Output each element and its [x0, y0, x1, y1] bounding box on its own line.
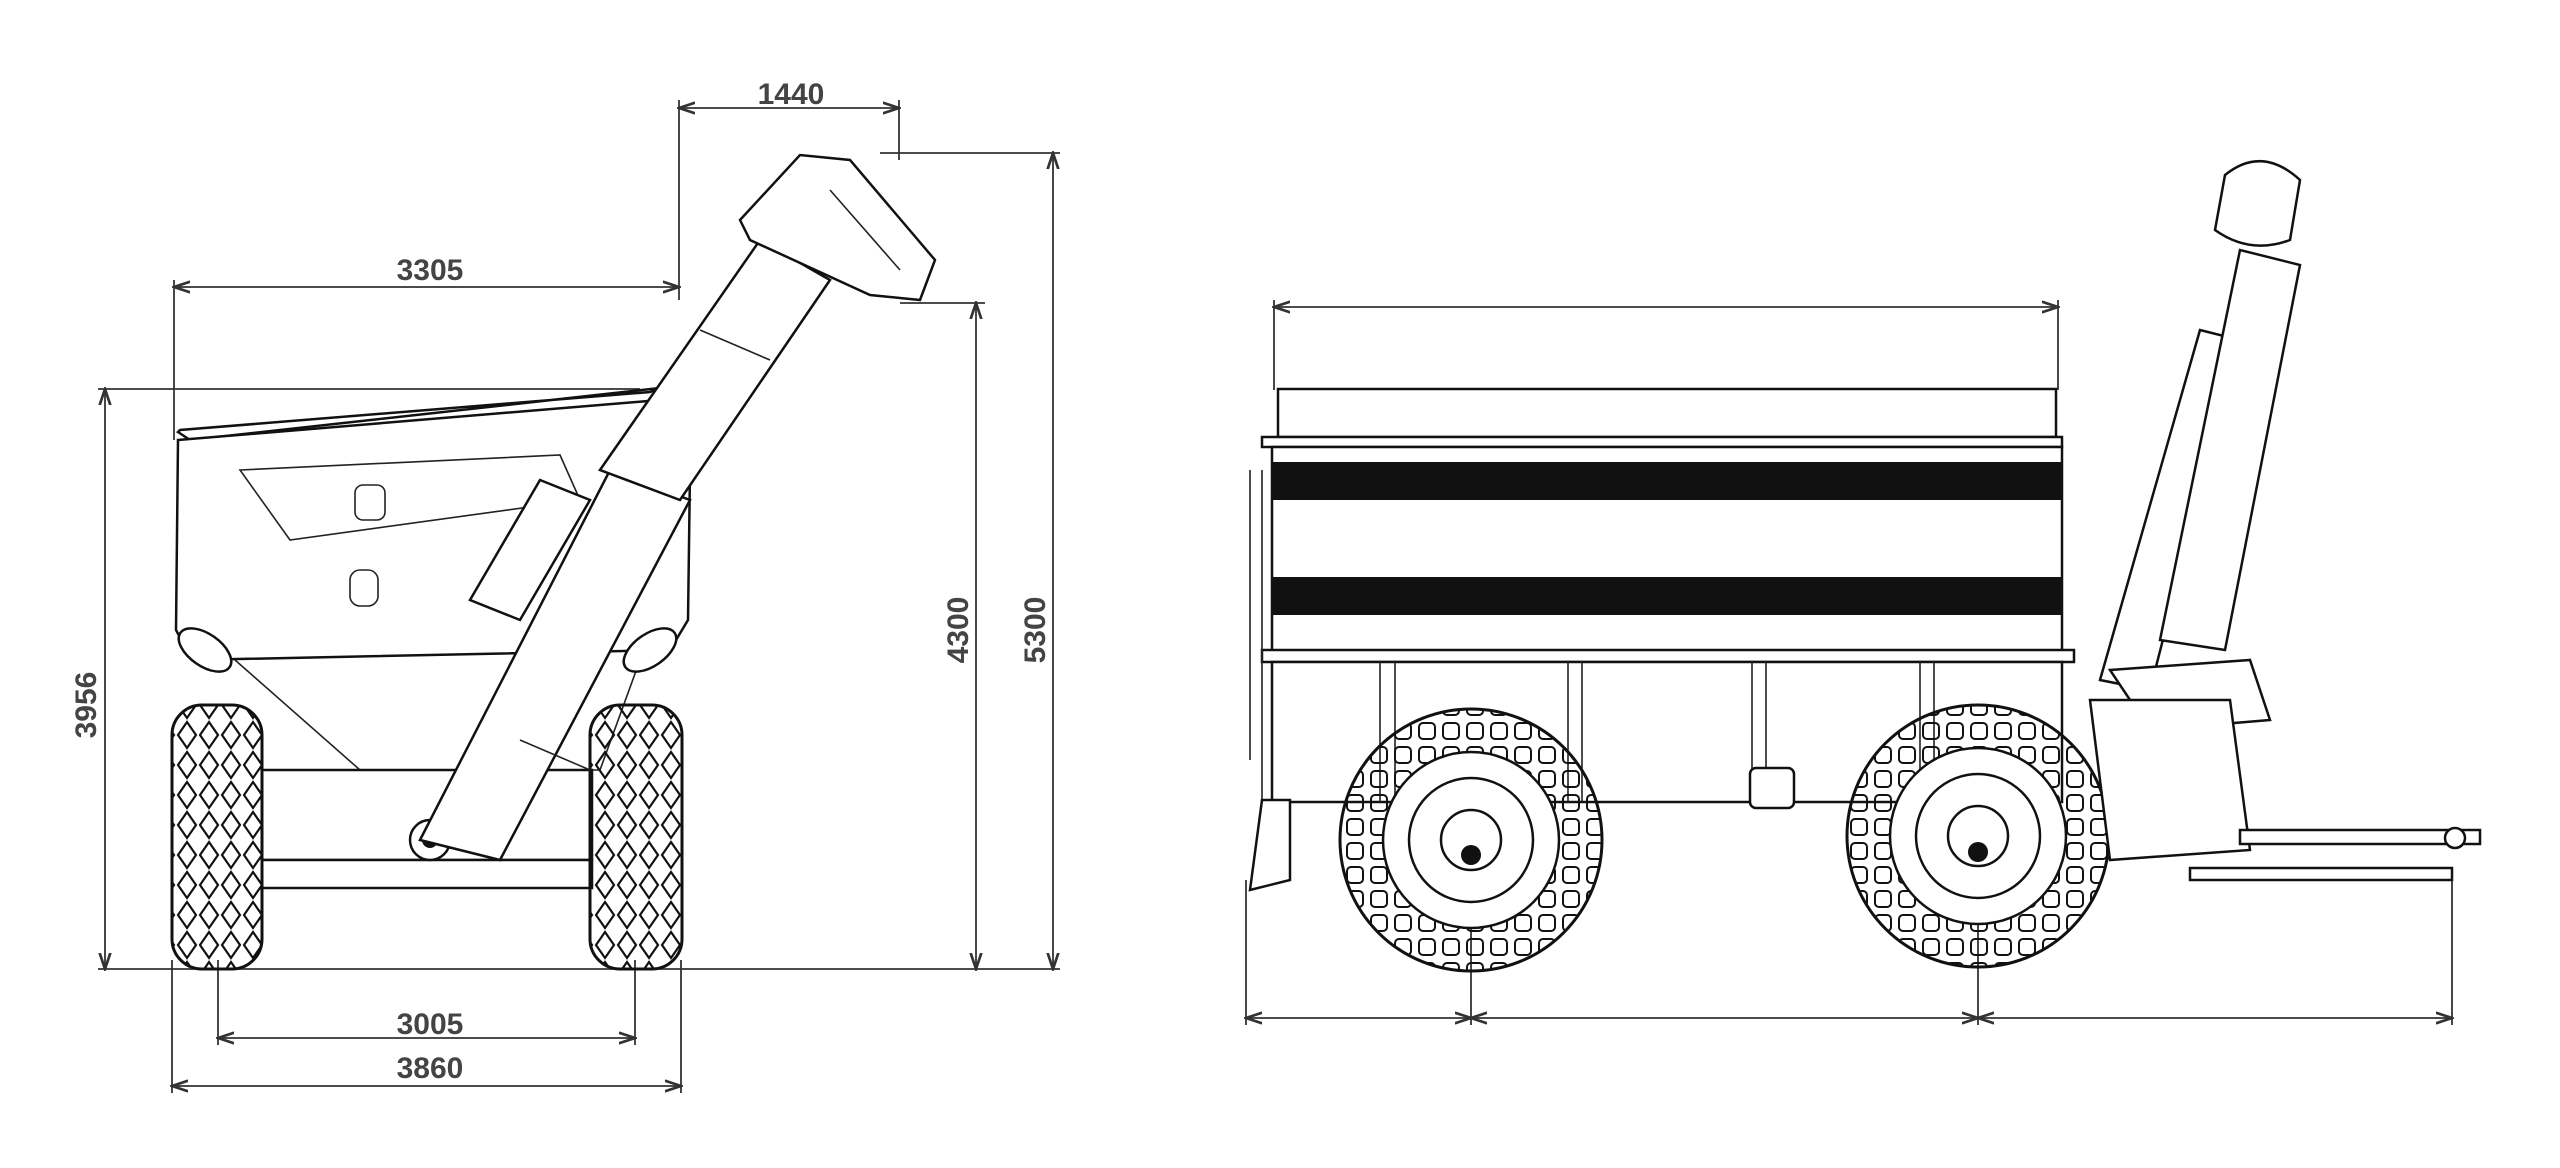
- front-wheel-side: [1338, 707, 1604, 973]
- dim-track-width: 3005: [397, 1008, 464, 1041]
- dim-discharge-height: 4300: [942, 597, 975, 664]
- rear-wheel-side: [1845, 703, 2111, 969]
- dimension-lines-front: [98, 100, 1060, 1093]
- auger-front: [418, 153, 937, 862]
- dim-body-width: 3305: [397, 254, 464, 287]
- dim-auger-reach: 1440: [758, 78, 825, 111]
- side-view: [1246, 160, 2482, 1025]
- auger-side: [2098, 160, 2302, 732]
- right-wheel-front: [588, 703, 684, 971]
- hitch-drawbar: [2088, 698, 2482, 882]
- left-wheel-front: [170, 703, 264, 971]
- dim-body-height: 3956: [70, 672, 103, 739]
- front-view: 1440 3305 3956 4300 5300 3005 3860: [70, 78, 1060, 1093]
- dim-total-height: 5300: [1019, 597, 1052, 664]
- dim-overall-width: 3860: [397, 1052, 464, 1085]
